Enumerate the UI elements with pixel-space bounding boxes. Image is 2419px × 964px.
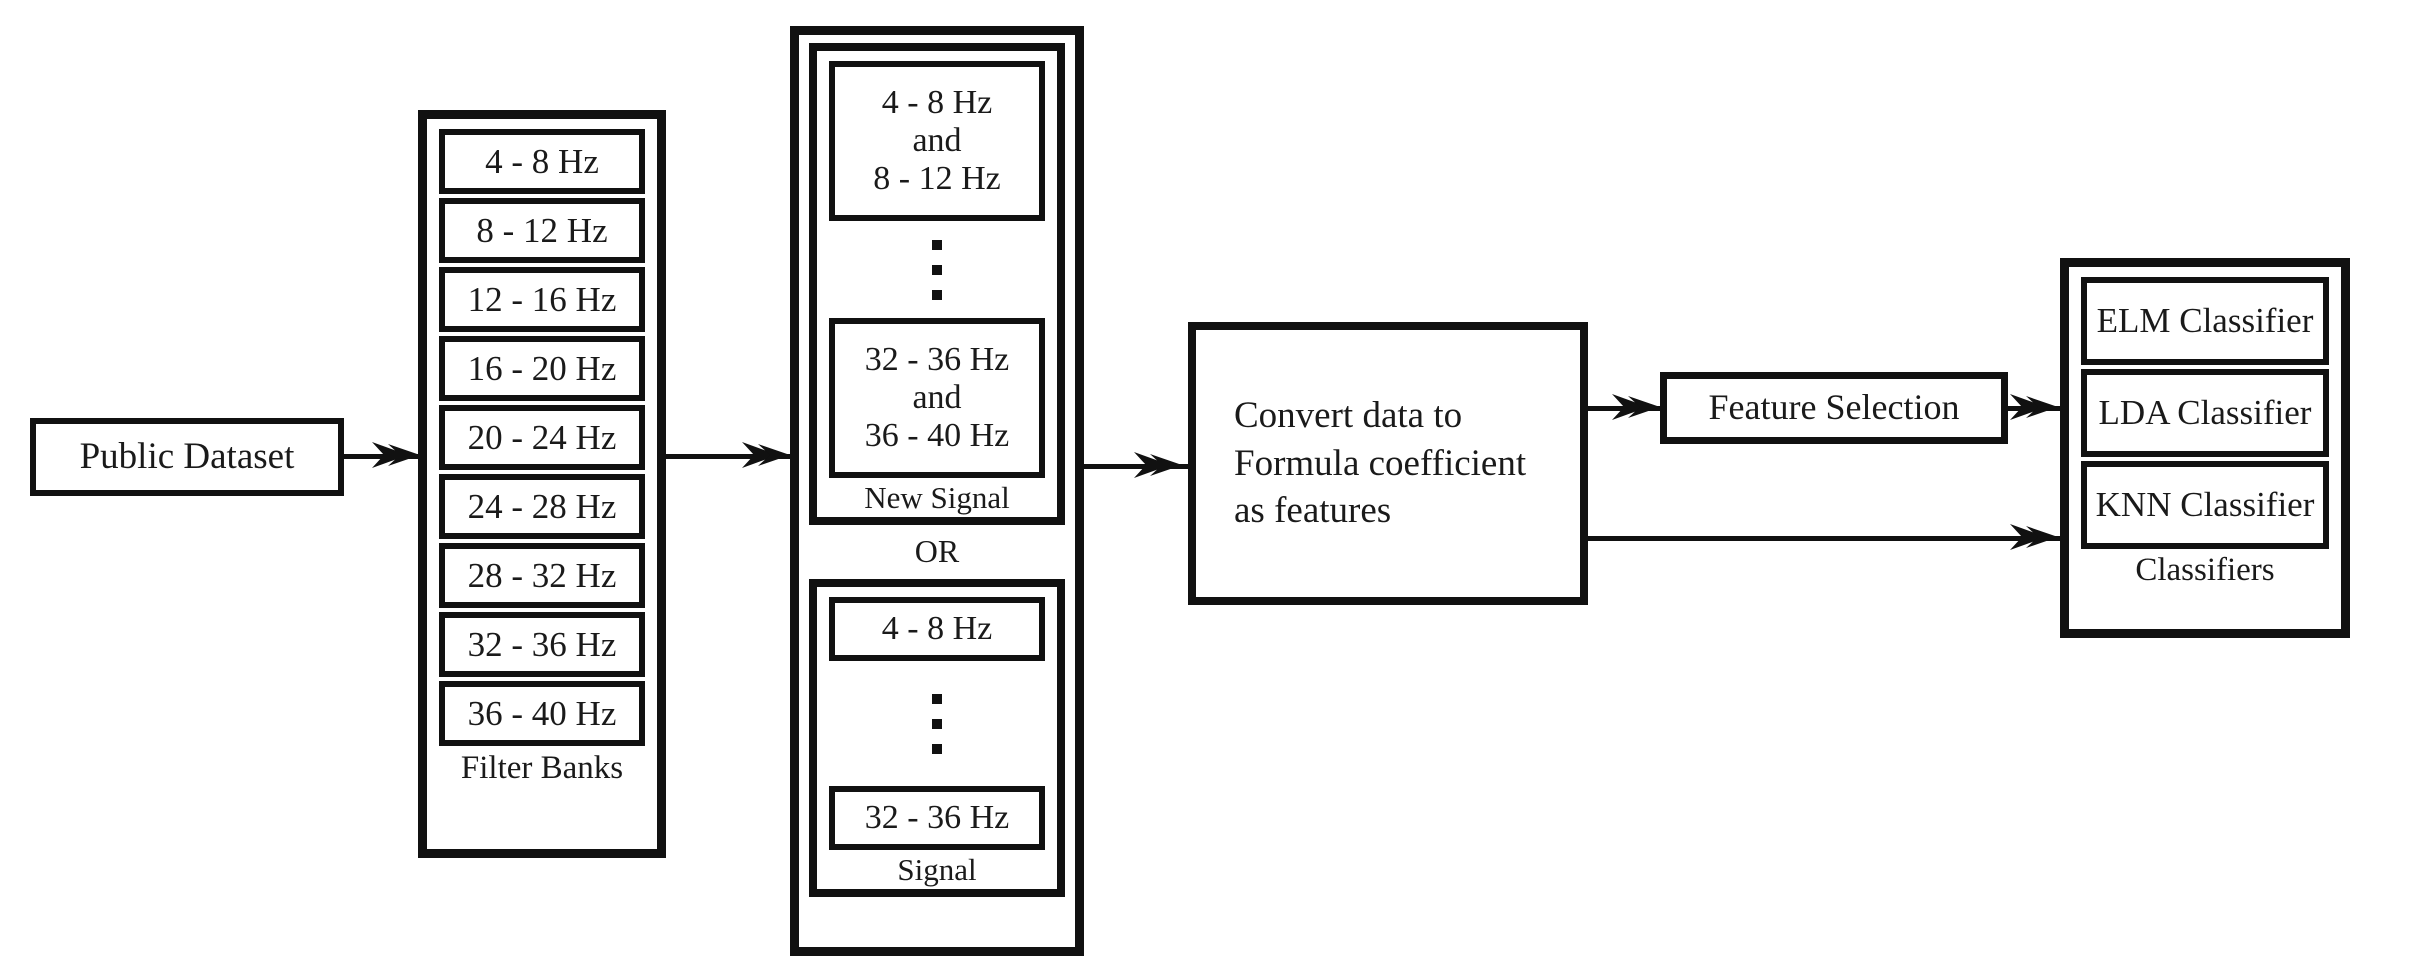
classifiers-group-label: Classifiers [2135, 552, 2275, 588]
signal-first-box[interactable]: 4 - 8 Hz [829, 597, 1045, 661]
classifier-item-knn[interactable]: KNN Classifier [2081, 461, 2329, 549]
panel-new-signal[interactable]: 4 - 8 Hz and 8 - 12 Hz 32 - 36 Hz and 36… [809, 43, 1065, 525]
node-filter-banks[interactable]: 4 - 8 Hz 8 - 12 Hz 12 - 16 Hz 16 - 20 Hz… [418, 110, 666, 858]
connector-convert-to-knn [1588, 536, 2066, 541]
new-signal-panel-label: New Signal [864, 480, 1010, 515]
filter-band-label: 36 - 40 Hz [467, 693, 617, 733]
new-signal-last-label: 32 - 36 Hz and 36 - 40 Hz [864, 340, 1010, 455]
filter-band-label: 16 - 20 Hz [467, 348, 617, 388]
node-feature-selection[interactable]: Feature Selection [1660, 372, 2008, 444]
feature-selection-label: Feature Selection [1708, 387, 1960, 428]
classifier-item-elm[interactable]: ELM Classifier [2081, 277, 2329, 365]
connector-signal-stage-to-convert [1084, 464, 1196, 469]
filter-band-item[interactable]: 24 - 28 Hz [439, 474, 645, 539]
arrowhead-convert-to-knn [2010, 524, 2058, 550]
signal-panel-label: Signal [897, 852, 977, 887]
public-dataset-label: Public Dataset [79, 435, 295, 477]
node-convert-data[interactable]: Convert data to Formula coefficient as f… [1188, 322, 1588, 605]
filter-band-item[interactable]: 16 - 20 Hz [439, 336, 645, 401]
vertical-dots-icon [829, 221, 1045, 318]
panel-signal[interactable]: 4 - 8 Hz 32 - 36 Hz Signal [809, 579, 1065, 897]
filter-band-label: 20 - 24 Hz [467, 417, 617, 457]
arrowhead-convert-to-feature-selection [1612, 394, 1660, 420]
node-classifiers[interactable]: ELM Classifier LDA Classifier KNN Classi… [2060, 258, 2350, 638]
arrowhead-signal-stage-to-convert [1134, 452, 1182, 478]
classifier-label: KNN Classifier [2095, 485, 2315, 524]
vertical-dots-icon [829, 661, 1045, 786]
filter-band-label: 24 - 28 Hz [467, 486, 617, 526]
filter-bank-list: 4 - 8 Hz 8 - 12 Hz 12 - 16 Hz 16 - 20 Hz… [439, 129, 645, 746]
new-signal-first-box[interactable]: 4 - 8 Hz and 8 - 12 Hz [829, 61, 1045, 221]
filter-band-label: 8 - 12 Hz [476, 210, 608, 250]
signal-last-label: 32 - 36 Hz [864, 798, 1010, 836]
filter-band-item[interactable]: 28 - 32 Hz [439, 543, 645, 608]
classifier-list: ELM Classifier LDA Classifier KNN Classi… [2081, 277, 2329, 549]
node-signal-stage[interactable]: 4 - 8 Hz and 8 - 12 Hz 32 - 36 Hz and 36… [790, 26, 1084, 956]
classifier-item-lda[interactable]: LDA Classifier [2081, 369, 2329, 457]
filter-band-label: 4 - 8 Hz [485, 141, 599, 181]
filter-banks-group-label: Filter Banks [460, 750, 624, 786]
filter-band-item[interactable]: 8 - 12 Hz [439, 198, 645, 263]
classifier-label: ELM Classifier [2096, 301, 2314, 340]
filter-band-item[interactable]: 4 - 8 Hz [439, 129, 645, 194]
filter-band-label: 12 - 16 Hz [467, 279, 617, 319]
filter-band-item[interactable]: 12 - 16 Hz [439, 267, 645, 332]
filter-band-label: 28 - 32 Hz [467, 555, 617, 595]
or-separator-label: OR [914, 533, 960, 569]
new-signal-last-box[interactable]: 32 - 36 Hz and 36 - 40 Hz [829, 318, 1045, 478]
signal-first-label: 4 - 8 Hz [881, 609, 993, 647]
connector-filter-banks-to-signal-stage [666, 454, 798, 459]
signal-last-box[interactable]: 32 - 36 Hz [829, 786, 1045, 850]
filter-band-item[interactable]: 32 - 36 Hz [439, 612, 645, 677]
arrowhead-feature-selection-to-classifiers [2010, 394, 2058, 420]
filter-band-item[interactable]: 20 - 24 Hz [439, 405, 645, 470]
new-signal-first-label: 4 - 8 Hz and 8 - 12 Hz [873, 83, 1001, 198]
filter-band-label: 32 - 36 Hz [467, 624, 617, 664]
arrowhead-dataset-to-filter-banks [372, 442, 420, 468]
convert-data-label: Convert data to Formula coefficient as f… [1234, 395, 1527, 532]
node-public-dataset[interactable]: Public Dataset [30, 418, 344, 496]
arrowhead-filter-banks-to-signal-stage [742, 442, 790, 468]
classifier-label: LDA Classifier [2098, 393, 2312, 432]
filter-band-item[interactable]: 36 - 40 Hz [439, 681, 645, 746]
